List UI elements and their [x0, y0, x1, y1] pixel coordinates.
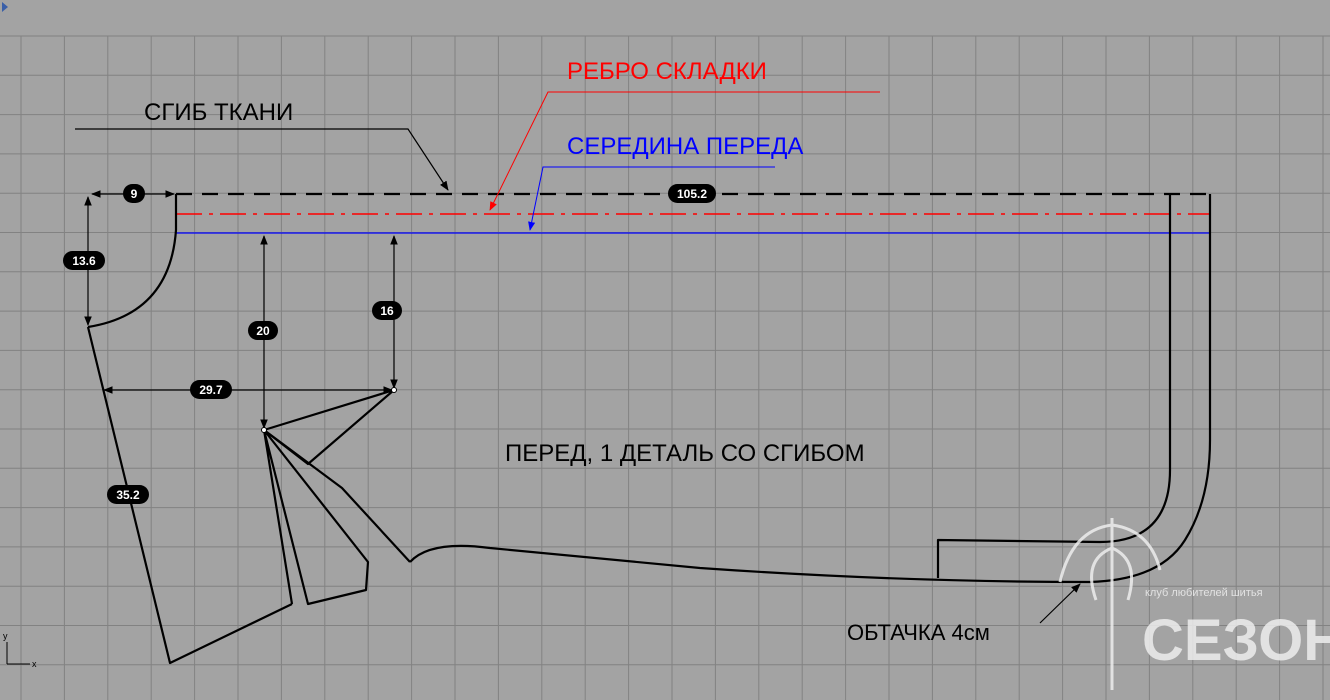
watermark-brand: СЕЗОН: [1142, 608, 1330, 673]
dim-pill-side-length: 35.2: [107, 485, 149, 504]
axis-indicator: [6, 642, 30, 665]
dim-pill-neck-depth: 13.6: [63, 251, 105, 270]
svg-text:105.2: 105.2: [677, 187, 707, 201]
svg-text:20: 20: [256, 324, 270, 338]
axis-y-label: y: [3, 631, 8, 641]
label-piece-caption: ПЕРЕД, 1 ДЕТАЛЬ СО СГИБОМ: [505, 440, 865, 467]
season-club-logo: клуб любителей шитья СЕЗОН: [1058, 518, 1330, 690]
label-center-front: СЕРЕДИНА ПЕРЕДА: [567, 133, 803, 160]
svg-text:16: 16: [380, 304, 394, 318]
label-facing: ОБТАЧКА 4см: [847, 620, 990, 645]
viewport-corner-icon: [2, 2, 8, 12]
svg-text:35.2: 35.2: [116, 488, 140, 502]
pattern-outline: [86, 194, 1212, 665]
svg-text:13.6: 13.6: [72, 254, 96, 268]
label-fabric-fold: СГИБ ТКАНИ: [144, 99, 293, 126]
label-pleat-edge: РЕБРО СКЛАДКИ: [567, 58, 767, 85]
svg-text:29.7: 29.7: [199, 383, 223, 397]
leader-lines: [75, 91, 1081, 624]
svg-text:9: 9: [131, 187, 138, 201]
dim-pill-top-left: 9: [123, 184, 145, 203]
dim-pill-bust-width: 29.7: [190, 380, 232, 399]
dim-pill-dart-offset: 16: [372, 301, 402, 320]
dim-pill-top-length: 105.2: [668, 184, 716, 203]
axis-x-label: x: [32, 659, 37, 669]
watermark-caption: клуб любителей шитья: [1145, 587, 1263, 599]
cad-grid: [0, 35, 1330, 700]
dim-pill-dart-depth: 20: [248, 321, 278, 340]
